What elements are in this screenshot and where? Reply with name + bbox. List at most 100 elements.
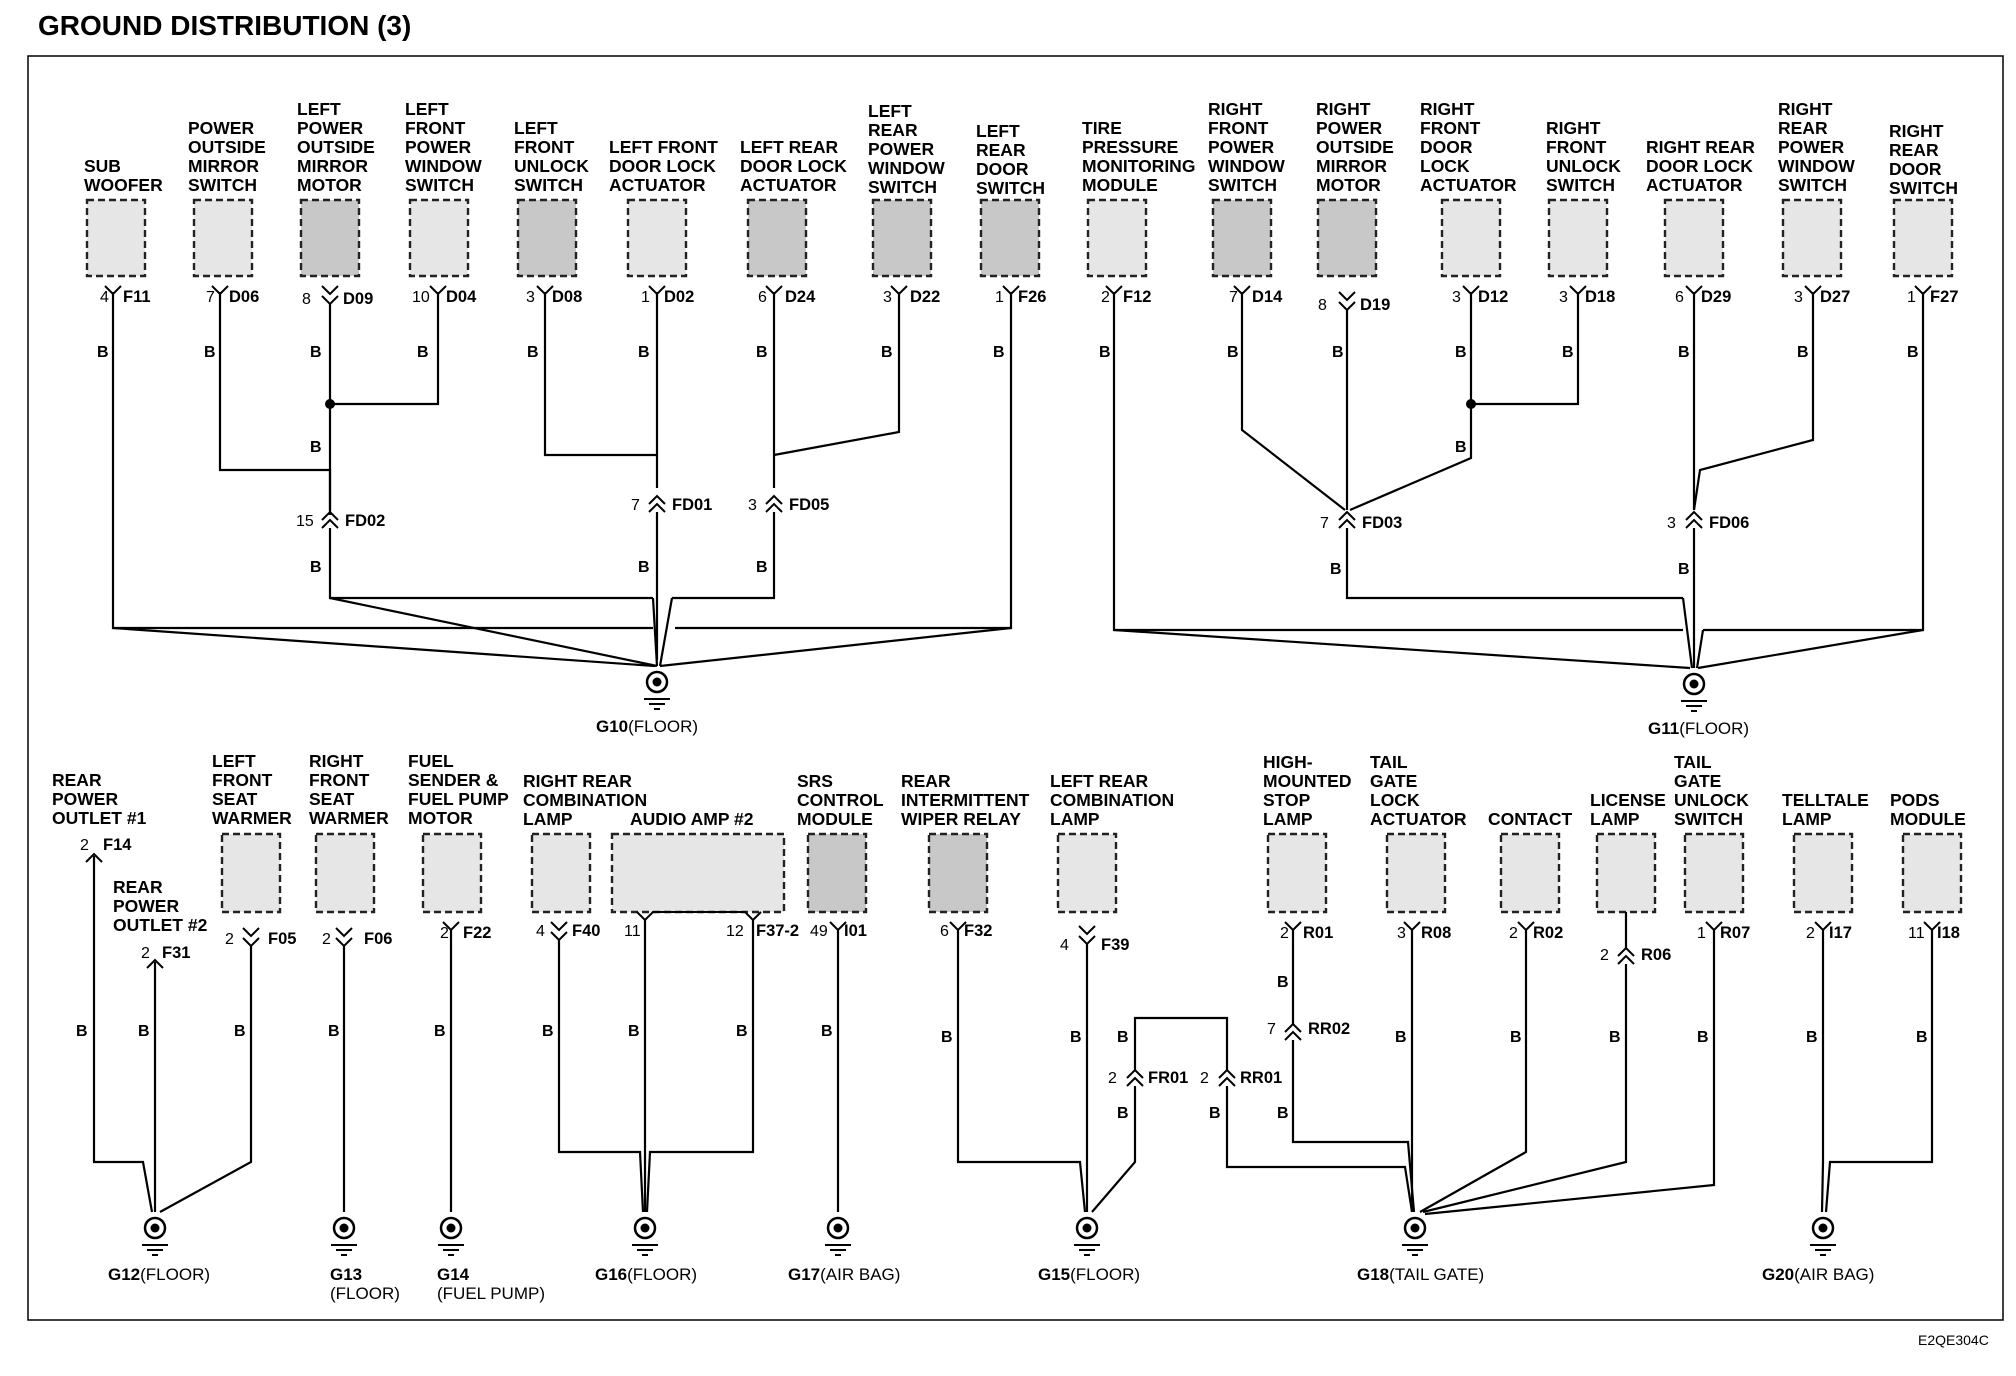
wire-d04 <box>330 292 440 406</box>
wire-fd05-out <box>672 512 776 600</box>
d22-connector: D22 <box>910 288 940 306</box>
d22-pin: 3 <box>883 289 892 306</box>
wire-f05 <box>159 946 253 1213</box>
d29-pin: 6 <box>1675 289 1684 306</box>
wire-color-b: B <box>1209 1105 1221 1122</box>
f32-connector: F32 <box>964 922 992 940</box>
wire-color-b: B <box>310 439 322 456</box>
wire-color-b: B <box>1227 344 1239 361</box>
d18-pin: 3 <box>1559 289 1568 306</box>
wire-f11 <box>111 292 653 630</box>
wire-color-b: B <box>1562 344 1574 361</box>
wire-color-b: B <box>1330 561 1342 578</box>
f31-pin: 2 <box>141 945 150 962</box>
wire-color-b: B <box>1907 344 1919 361</box>
right-rear-power-window-switch-box <box>1781 198 1843 278</box>
fd02-pin: 15 <box>296 513 314 530</box>
d24-pin: 6 <box>758 289 767 306</box>
high-mounted-stop-lamp-box <box>1266 832 1328 914</box>
fr01-connector-symbol <box>1126 1068 1144 1087</box>
f40-connector: F40 <box>572 922 600 940</box>
sub-woofer-box <box>85 198 147 278</box>
d12-connector: D12 <box>1478 288 1508 306</box>
audio-amp-2-label: AUDIO AMP #2 <box>630 809 754 829</box>
f22-pin: 2 <box>440 925 449 942</box>
f05-pin: 2 <box>225 931 234 948</box>
left-front-door-lock-actuator-box <box>626 198 688 278</box>
wire-f26 <box>675 292 1013 630</box>
fd01-pin: 7 <box>631 497 640 514</box>
ground-g15-label: G15(FLOOR) <box>1038 1265 1140 1284</box>
wire-color-b: B <box>638 559 650 576</box>
f27-connector: F27 <box>1930 288 1958 306</box>
splice-right <box>1466 399 1476 409</box>
wire-color-b: B <box>821 1023 833 1040</box>
rear-wiper-relay-box <box>927 832 989 914</box>
ground-g12 <box>142 1216 168 1256</box>
diagram-title: GROUND DISTRIBUTION (3) <box>38 10 411 41</box>
audio-amp-2-box <box>610 832 786 914</box>
wire-color-b: B <box>310 559 322 576</box>
f06-connector-symbol <box>335 927 353 948</box>
fd05-connector-symbol <box>765 494 783 513</box>
ground-g13-loc: (FLOOR) <box>330 1284 400 1303</box>
d14-connector: D14 <box>1252 288 1283 306</box>
d09-connector: D09 <box>343 290 373 308</box>
wire-color-b: B <box>310 344 322 361</box>
wire-d12 <box>1349 292 1473 512</box>
r08-connector-symbol <box>1403 921 1421 932</box>
f12-pin: 2 <box>1101 289 1110 306</box>
wire-color-b: B <box>328 1023 340 1040</box>
fd01-connector: FD01 <box>672 496 712 514</box>
ground-g18 <box>1402 1216 1428 1256</box>
fd03-pin: 7 <box>1320 515 1329 532</box>
wire-color-b: B <box>1455 439 1467 456</box>
wire-d22 <box>773 292 901 457</box>
r07-connector: R07 <box>1720 924 1750 942</box>
wire-color-b: B <box>1277 1105 1289 1122</box>
d02-pin: 1 <box>641 289 650 306</box>
ground-g17 <box>825 1216 851 1256</box>
f14-connector-symbol <box>85 852 103 863</box>
wire-color-b: B <box>1117 1029 1129 1046</box>
f14-pin: 2 <box>80 837 89 854</box>
tail-gate-lock-actuator-box <box>1385 832 1447 914</box>
power-outside-mirror-switch-box <box>192 198 254 278</box>
wire-r07 <box>1424 930 1716 1216</box>
f31-connector-symbol <box>146 958 164 969</box>
d06-pin: 7 <box>206 289 215 306</box>
ground-g18-label: G18(TAIL GATE) <box>1357 1265 1484 1284</box>
d08-pin: 3 <box>526 289 535 306</box>
f39-connector-symbol <box>1078 925 1096 946</box>
f40-pin: 4 <box>536 923 545 940</box>
fd06-connector-symbol <box>1685 510 1703 529</box>
wire-color-b: B <box>1609 1029 1621 1046</box>
i17-connector: I17 <box>1829 924 1852 942</box>
wire-rr01-lower <box>1225 1086 1414 1213</box>
d27-pin: 3 <box>1794 289 1803 306</box>
fr01-connector: FR01 <box>1148 1069 1188 1087</box>
wire-color-b: B <box>76 1023 88 1040</box>
wire-color-b: B <box>234 1023 246 1040</box>
d29-connector: D29 <box>1701 288 1731 306</box>
f06-connector: F06 <box>364 930 392 948</box>
d09-connector-symbol <box>321 285 339 306</box>
wire-color-b: B <box>138 1023 150 1040</box>
wire-color-b: B <box>527 344 539 361</box>
